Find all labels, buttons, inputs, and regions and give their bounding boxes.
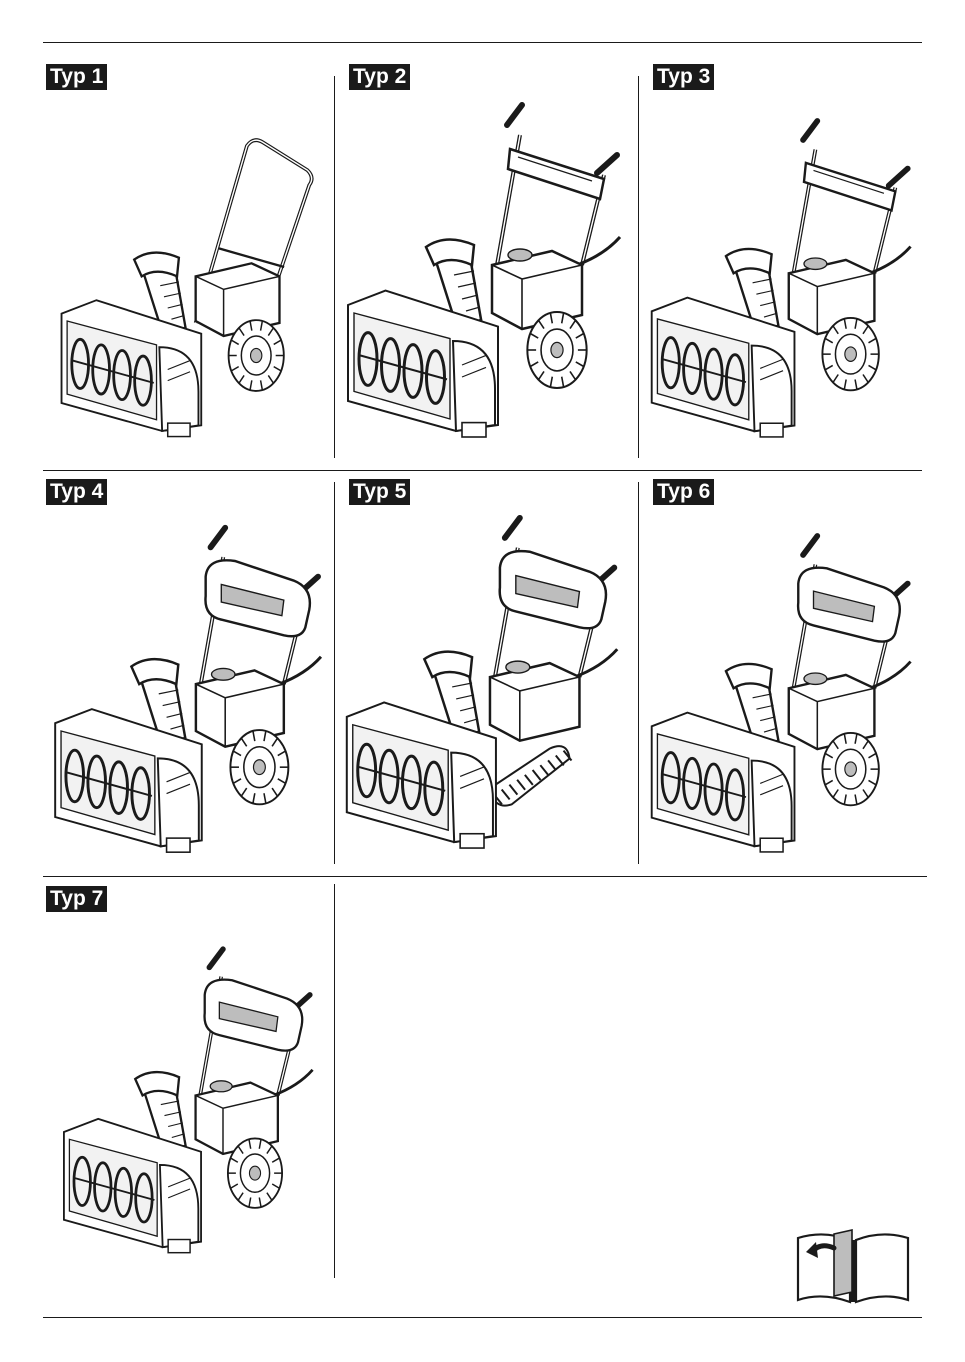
- column-divider: [334, 76, 335, 458]
- snowblower-typ2-illustration: [342, 94, 632, 446]
- snowblower-typ6-illustration: [646, 524, 922, 862]
- snowblower-drawing: [48, 518, 334, 860]
- snowblower-typ3-illustration: [646, 110, 922, 446]
- figure-label: Typ 6: [653, 479, 714, 505]
- figure-label: Typ 2: [349, 64, 410, 90]
- snowblower-typ5-illustration: [340, 508, 630, 856]
- snowblower-typ4-illustration: [48, 518, 334, 860]
- top-rule: [43, 42, 922, 43]
- snowblower-typ1-illustration: [50, 118, 332, 444]
- snowblower-drawing: [342, 94, 632, 446]
- row-divider-2: [43, 876, 927, 877]
- column-divider: [638, 482, 639, 864]
- snowblower-typ7-illustration: [46, 940, 336, 1260]
- figure-label: Typ 3: [653, 64, 714, 90]
- column-divider: [638, 76, 639, 458]
- figure-label: Typ 7: [46, 886, 107, 912]
- snowblower-drawing: [646, 110, 922, 446]
- figure-label: Typ 4: [46, 479, 107, 505]
- figure-label: Typ 1: [46, 64, 107, 90]
- snowblower-drawing: [646, 524, 922, 862]
- row-divider-1: [43, 470, 922, 471]
- figure-label: Typ 5: [349, 479, 410, 505]
- open-manual-book-icon: [794, 1226, 912, 1306]
- snowblower-drawing: [46, 940, 336, 1260]
- bottom-rule: [43, 1317, 922, 1318]
- snowblower-drawing: [50, 118, 332, 444]
- snowblower-drawing: [340, 508, 630, 856]
- column-divider: [334, 482, 335, 864]
